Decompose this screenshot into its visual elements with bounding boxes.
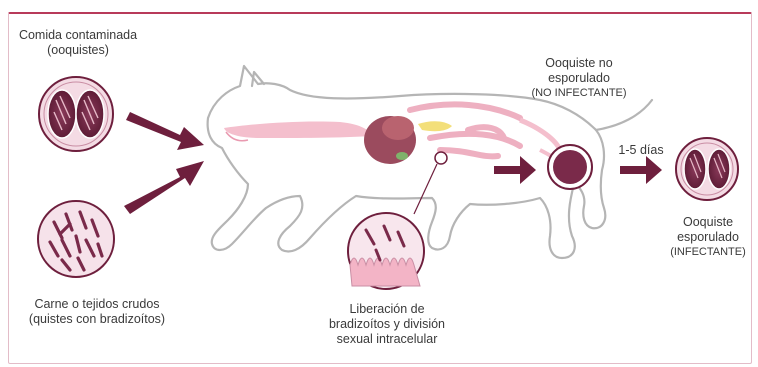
unsporulated-oocyst-icon [548,145,592,189]
sporulated-line-2: esporulado [660,230,756,245]
raw-meat-label: Carne o tejidos crudos (quistes con brad… [14,297,180,327]
sporulation-arrow [620,156,662,184]
tissue-cyst-icon [38,201,114,277]
contaminated-food-subtitle: (ooquistes) [18,43,138,58]
release-line-2: bradizoítos y división [312,317,462,332]
unsporulated-line-1: Ooquiste no [520,56,638,71]
ingestion-arrows [124,112,204,214]
unsporulated-line-3: (NO INFECTANTE) [520,86,638,101]
sporulated-line-3: (INFECTANTE) [660,245,756,260]
food-oocyst-icon [39,77,113,151]
contaminated-food-label: Comida contaminada (ooquistes) [18,28,138,58]
intestine-zoom-icon [348,213,424,289]
sporulated-line-1: Ooquiste [660,215,756,230]
raw-meat-subtitle: (quistes con bradizoítos) [14,312,180,327]
unsporulated-label: Ooquiste no esporulado (NO INFECTANTE) [520,56,638,101]
release-line-1: Liberación de [312,302,462,317]
sporulated-label: Ooquiste esporulado (INFECTANTE) [660,215,756,260]
days-label: 1-5 días [614,143,668,158]
sporulated-oocyst-icon [676,138,738,200]
release-label: Liberación de bradizoítos y división sex… [312,302,462,347]
contaminated-food-title: Comida contaminada [18,28,138,43]
release-line-3: sexual intracelular [312,332,462,347]
raw-meat-title: Carne o tejidos crudos [14,297,180,312]
unsporulated-line-2: esporulado [520,71,638,86]
